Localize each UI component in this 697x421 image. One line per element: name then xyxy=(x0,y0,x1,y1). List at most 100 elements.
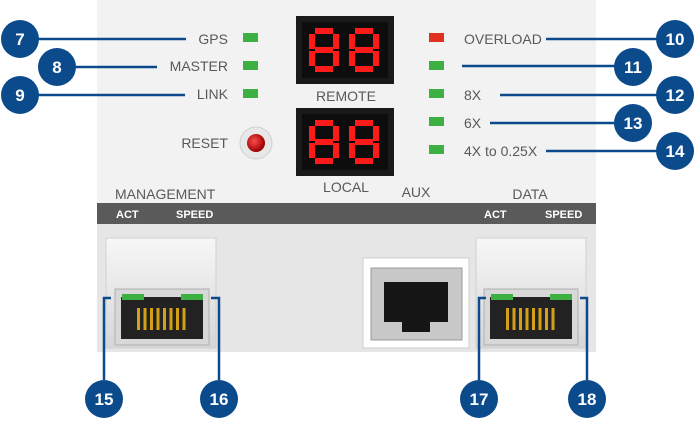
data-act-led xyxy=(491,294,513,300)
rj45-pin xyxy=(182,308,186,330)
led-link xyxy=(243,89,258,98)
digit-segment xyxy=(355,139,373,145)
rj45-pin xyxy=(150,308,153,330)
callout-14: 14 xyxy=(656,132,694,170)
digit-segment xyxy=(355,66,373,72)
port-label-strip xyxy=(97,203,596,224)
led-label-4x: 4X to 0.25X xyxy=(464,143,538,159)
svg-text:9: 9 xyxy=(15,86,24,105)
digit-segment xyxy=(309,51,315,66)
leader-16 xyxy=(211,296,221,380)
local-digits xyxy=(309,120,379,164)
rj45-pin xyxy=(545,308,548,330)
digit-segment xyxy=(349,51,355,66)
digit-segment xyxy=(355,47,373,53)
led-label-overload: OVERLOAD xyxy=(464,31,542,47)
data-speed-label: SPEED xyxy=(545,209,582,221)
callout-10: 10 xyxy=(656,20,694,58)
digit-segment xyxy=(315,158,333,164)
led-8x xyxy=(429,89,444,98)
svg-text:8: 8 xyxy=(52,58,61,77)
leader-18 xyxy=(580,296,589,380)
digit-segment xyxy=(315,139,333,145)
digit-segment xyxy=(315,28,333,34)
led-6x xyxy=(429,117,444,126)
data-port[interactable] xyxy=(475,237,587,349)
digit-segment xyxy=(373,34,379,49)
management-rj45-socket xyxy=(121,297,203,339)
management-pins xyxy=(137,308,186,330)
leader-15 xyxy=(102,296,111,380)
rj45-pin xyxy=(169,308,173,330)
data-label: DATA xyxy=(512,186,548,202)
aux-port[interactable] xyxy=(362,257,470,349)
led-label-8x: 8X xyxy=(464,87,482,103)
digit-segment xyxy=(315,47,333,53)
data-act-label: ACT xyxy=(484,209,507,221)
led-label-master: MASTER xyxy=(170,58,228,74)
svg-text:13: 13 xyxy=(624,114,643,133)
local-label: LOCAL xyxy=(323,179,369,195)
rj45-pin xyxy=(143,308,147,330)
digit-segment xyxy=(373,143,379,158)
management-port[interactable] xyxy=(105,237,217,349)
rj45-pin xyxy=(519,308,522,330)
led-label-link: LINK xyxy=(197,86,229,102)
callout-15: 15 xyxy=(85,380,123,418)
rj45-pin xyxy=(156,308,160,330)
digit-segment xyxy=(349,34,355,49)
mgmt-act-label: ACT xyxy=(116,209,139,221)
svg-text:15: 15 xyxy=(95,390,114,409)
led-label-6x: 6X xyxy=(464,115,482,131)
rj45-pin xyxy=(532,308,535,330)
rj45-pin xyxy=(512,308,516,330)
led-4x xyxy=(429,145,444,154)
callout-18: 18 xyxy=(568,380,606,418)
digit-segment xyxy=(309,126,315,141)
callout-17: 17 xyxy=(460,380,498,418)
led-overload xyxy=(429,33,444,42)
management-label: MANAGEMENT xyxy=(115,186,216,202)
digit-segment xyxy=(355,158,373,164)
svg-text:7: 7 xyxy=(15,30,24,49)
rj45-pin xyxy=(525,308,529,330)
rj45-pin xyxy=(551,308,555,330)
remote-display: REMOTE xyxy=(296,16,394,104)
digit-segment xyxy=(309,143,315,158)
mgmt-speed-label: SPEED xyxy=(176,209,213,221)
svg-text:17: 17 xyxy=(470,390,489,409)
led-gps xyxy=(243,33,258,42)
svg-text:12: 12 xyxy=(666,86,685,105)
data-pins xyxy=(506,308,555,330)
digit-segment xyxy=(333,51,339,66)
callout-16: 16 xyxy=(200,380,238,418)
digit-segment xyxy=(355,28,373,34)
digit-segment xyxy=(315,120,333,126)
leader-lines xyxy=(30,37,673,380)
svg-text:14: 14 xyxy=(666,142,685,161)
digit-segment xyxy=(349,126,355,141)
callout-12: 12 xyxy=(656,76,694,114)
digit-segment xyxy=(355,120,373,126)
rj45-pin xyxy=(163,308,166,330)
remote-label: REMOTE xyxy=(316,88,376,104)
digit-segment xyxy=(333,34,339,49)
reset-button[interactable] xyxy=(247,134,265,152)
digit-segment xyxy=(349,143,355,158)
led-label-gps: GPS xyxy=(198,31,228,47)
rj45-pin xyxy=(137,308,140,330)
rj45-pin xyxy=(176,308,179,330)
reset-label: RESET xyxy=(181,135,228,151)
digit-segment xyxy=(315,66,333,72)
management-speed-led xyxy=(181,294,203,300)
data-rj45-socket xyxy=(490,297,572,339)
callout-8: 8 xyxy=(38,48,76,86)
digit-segment xyxy=(373,126,379,141)
local-display: LOCAL xyxy=(296,108,394,195)
digit-segment xyxy=(333,126,339,141)
callout-13: 13 xyxy=(614,104,652,142)
svg-text:16: 16 xyxy=(210,390,229,409)
led-master xyxy=(243,61,258,70)
left-led-group: GPS MASTER LINK xyxy=(170,31,258,102)
